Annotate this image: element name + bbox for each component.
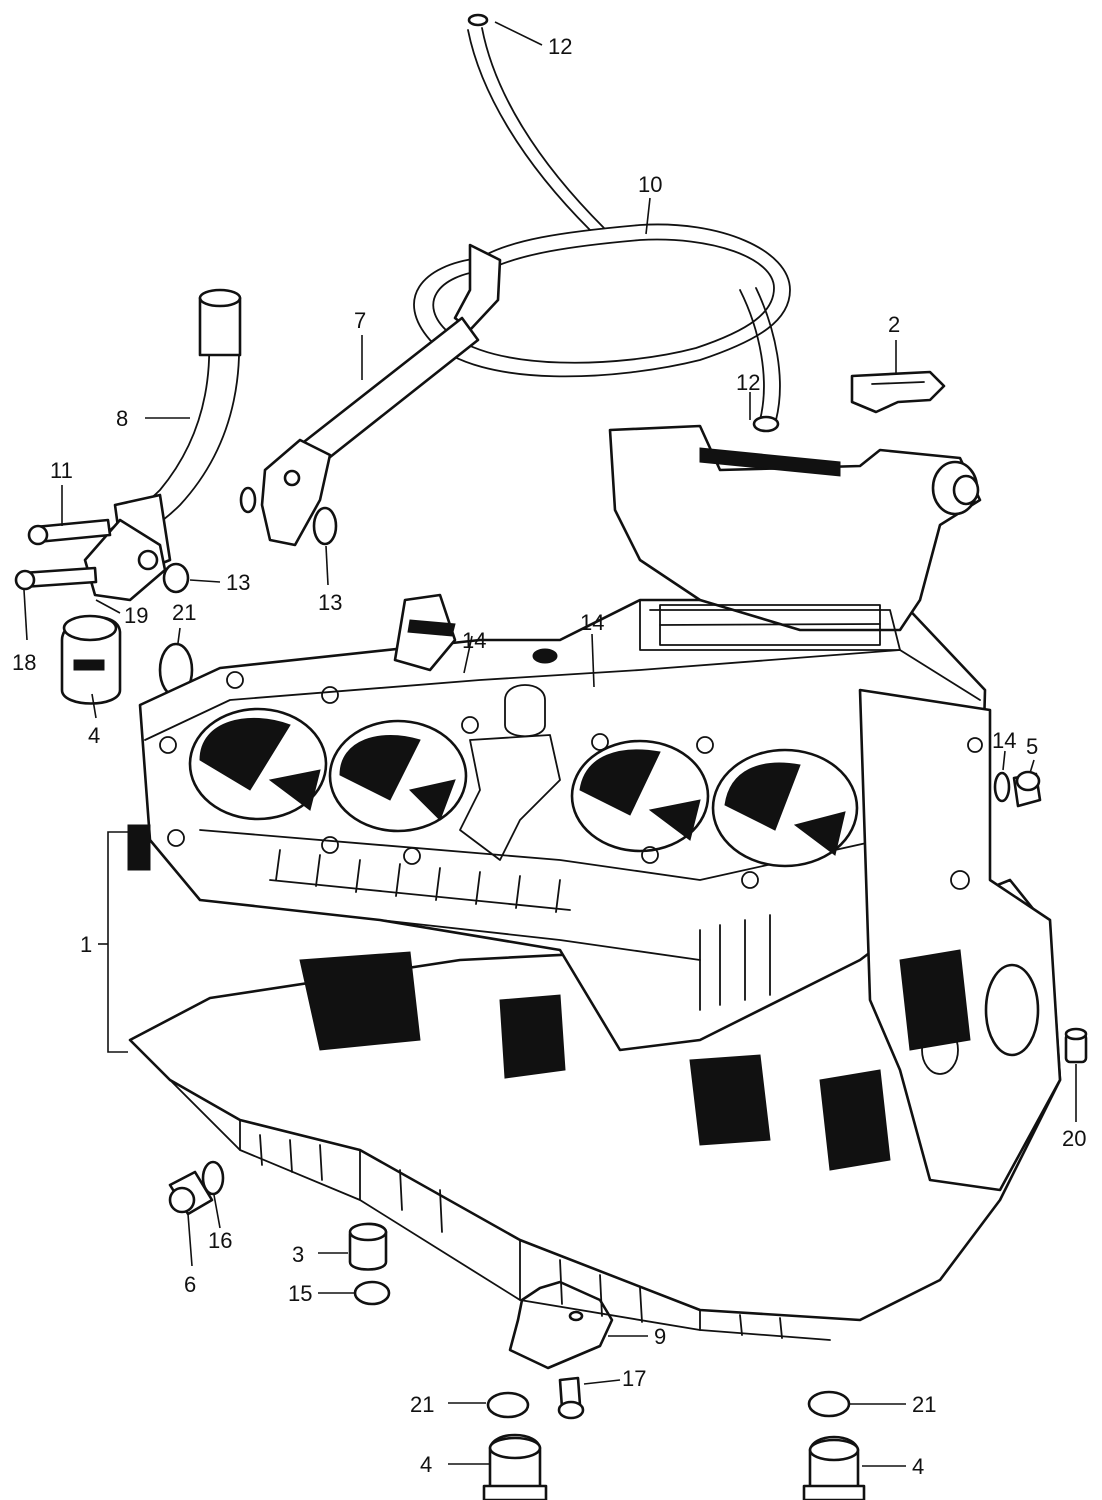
callout-13-left: 13: [226, 570, 250, 595]
callout-14-left: 14: [462, 628, 486, 653]
callout-17: 17: [622, 1366, 646, 1391]
callout-7: 7: [354, 308, 366, 333]
dowel-3: [348, 1222, 388, 1271]
callout-16: 16: [208, 1228, 232, 1253]
callout-12-top: 12: [548, 34, 572, 59]
washer-16: [201, 1160, 225, 1196]
o-ring-15: [353, 1280, 391, 1306]
plate-9: [508, 1280, 614, 1370]
callout-1: 1: [80, 932, 92, 957]
callout-8: 8: [116, 406, 128, 431]
callout-6: 6: [184, 1272, 196, 1297]
plug-6: [168, 1170, 214, 1216]
oil-hose-8: [14, 288, 242, 602]
callout-21-bottom-left: 21: [410, 1392, 434, 1417]
callout-21-bottom-right: 21: [912, 1392, 936, 1417]
callout-4-bottom-right: 4: [912, 1454, 924, 1479]
dowel-20: [1064, 1027, 1088, 1064]
part-4-bottom-right: [802, 1435, 866, 1500]
leader-lines: [23, 21, 1077, 1467]
callout-19: 19: [124, 603, 148, 628]
callout-15: 15: [288, 1281, 312, 1306]
callout-14-mid: 14: [580, 610, 604, 635]
breather-pipe-7: [239, 243, 502, 547]
o-ring-21-bottom-right: [807, 1390, 851, 1418]
callout-4-left: 4: [88, 723, 100, 748]
callout-2: 2: [888, 312, 900, 337]
o-ring-21-bottom-left: [486, 1391, 530, 1419]
callout-20: 20: [1062, 1126, 1086, 1151]
bolt-17: [557, 1376, 585, 1420]
callout-13-right: 13: [318, 590, 342, 615]
o-ring-13-right: [312, 506, 338, 546]
o-ring-14-right: [993, 771, 1011, 803]
callout-3: 3: [292, 1242, 304, 1267]
dowel-5: [1012, 770, 1042, 808]
callout-18: 18: [12, 650, 36, 675]
bracket-2: [850, 370, 946, 414]
callout-10: 10: [638, 172, 662, 197]
callout-21-left: 21: [172, 600, 196, 625]
part-4-bottom-left: [482, 1433, 548, 1500]
callout-11: 11: [50, 458, 73, 483]
callout-4-bottom-left: 4: [420, 1452, 432, 1477]
callout-labels: 1 2 3 4 4 4 5 6 7 8 9 10 11 12 12 13 13 …: [12, 34, 1086, 1479]
crankcase-assembly-1: [127, 424, 1062, 1341]
o-ring-13-left: [162, 562, 190, 594]
callout-9: 9: [654, 1324, 666, 1349]
breather-tube-10: [413, 13, 791, 433]
callout-5: 5: [1026, 734, 1038, 759]
callout-14-right: 14: [992, 728, 1016, 753]
part-4-left: [60, 614, 122, 705]
callout-12-lower: 12: [736, 370, 760, 395]
